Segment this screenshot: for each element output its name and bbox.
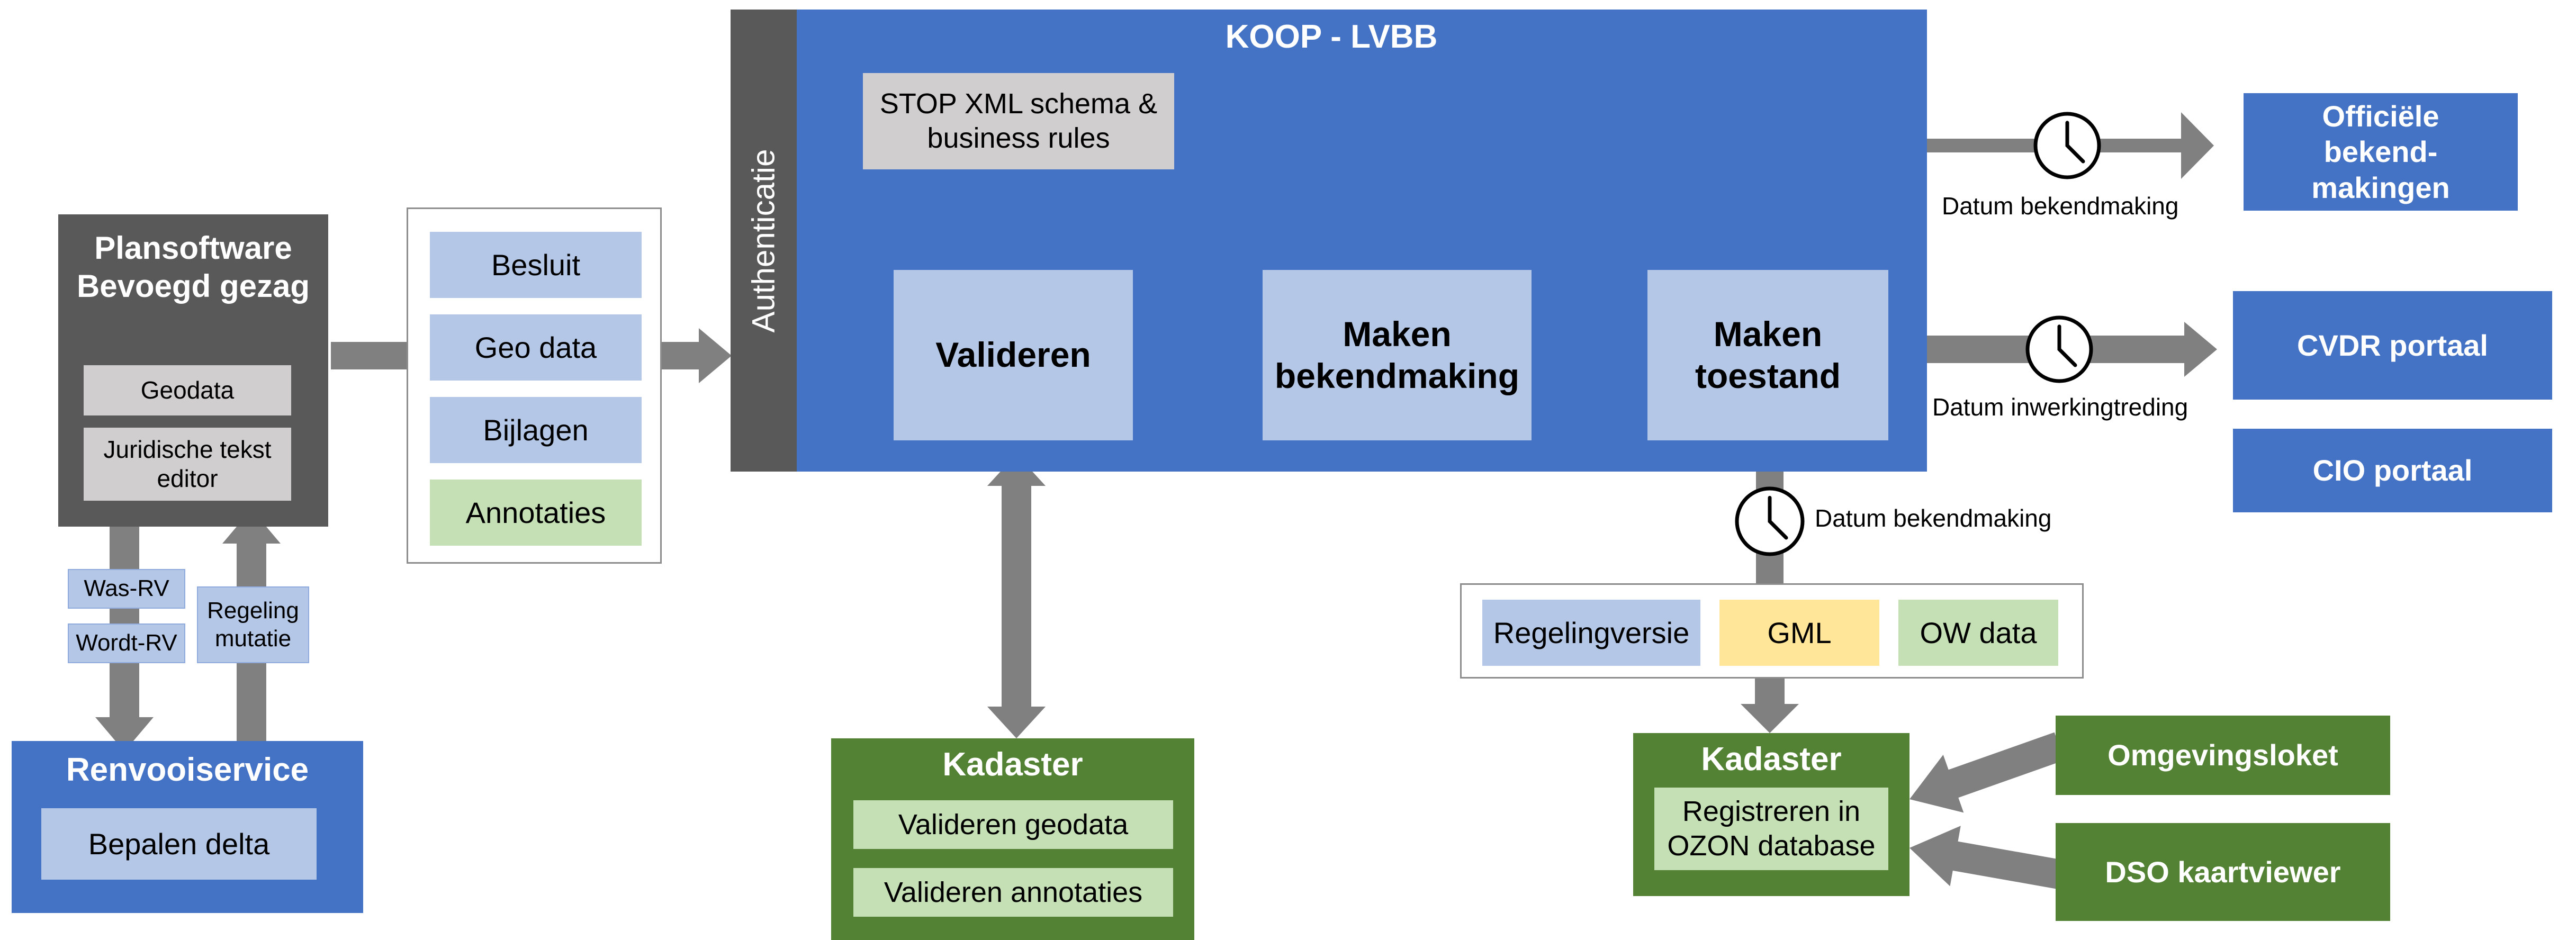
clock-icon-bekendmaking-bottom-hands (1768, 495, 1788, 540)
besluit-box: Besluit (430, 232, 642, 298)
kadaster-right-title: Kadaster (1701, 740, 1842, 778)
wordt-rv-label: Wordt-RV (68, 623, 185, 663)
arrow-omgevingsloket-to-kadaster (1910, 732, 2065, 813)
authenticatie-bar: Authenticatie (731, 10, 797, 472)
maken-toestand-box: Maken toestand (1647, 270, 1888, 440)
registreren-ozon-box: Registreren in OZON database (1654, 788, 1888, 870)
dso-kaartviewer-box: DSO kaartviewer (2056, 823, 2390, 921)
valideren-annotaties-box: Valideren annotaties (853, 868, 1173, 917)
valideren-geodata-box: Valideren geodata (853, 800, 1173, 849)
cio-portaal-box: CIO portaal (2233, 429, 2552, 512)
was-rv-label: Was-RV (68, 569, 185, 609)
officiele-bekendmakingen-box: Officiële bekend- makingen (2244, 93, 2518, 211)
kadaster-left-title: Kadaster (942, 746, 1083, 783)
arrow-valideren-kadaster (987, 454, 1046, 738)
arrow-dso-to-kadaster (1910, 826, 2062, 889)
stop-xml-box: STOP XML schema & business rules (863, 73, 1174, 169)
geo-data-box: Geo data (430, 314, 642, 381)
arrow-package-to-koop (662, 328, 732, 383)
regeling-mutatie-label: Regeling mutatie (197, 586, 309, 663)
maken-bekendmaking-box: Maken bekendmaking (1263, 270, 1532, 440)
gml-box: GML (1719, 600, 1879, 666)
koop-lvbb-title: KOOP - LVBB (1225, 18, 1438, 55)
valideren-box: Valideren (894, 270, 1133, 440)
datum-inwerkingtreding-label: Datum inwerkingtreding (1932, 393, 2188, 421)
omgevingsloket-box: Omgevingsloket (2056, 716, 2390, 795)
bijlagen-box: Bijlagen (430, 397, 642, 463)
renvooiservice-title: Renvooiservice (66, 751, 309, 788)
arrow-plansoftware-to-package (331, 342, 408, 369)
arrow-ow-package-to-kadaster (1741, 679, 1799, 733)
regelingversie-box: Regelingversie (1482, 600, 1700, 666)
authenticatie-label: Authenticatie (745, 149, 781, 332)
clock-icon-inwerkingtreding-hands (2057, 324, 2077, 367)
ow-data-box: OW data (1898, 600, 2058, 666)
clock-icon-bekendmaking-top-hands (2065, 121, 2085, 164)
plansoftware-title: Plansoftware Bevoegd gezag (76, 230, 310, 304)
bepalen-delta-box: Bepalen delta (41, 808, 317, 880)
annotaties-box: Annotaties (430, 480, 642, 546)
datum-bekendmaking-bottom-label: Datum bekendmaking (1815, 504, 2052, 532)
timer-clocks (1735, 112, 2101, 556)
datum-bekendmaking-top-label: Datum bekendmaking (1942, 192, 2179, 220)
cvdr-portaal-box: CVDR portaal (2233, 291, 2552, 400)
juridische-tekst-editor: Juridische tekst editor (84, 428, 291, 501)
geodata-label: Geodata (84, 365, 291, 415)
